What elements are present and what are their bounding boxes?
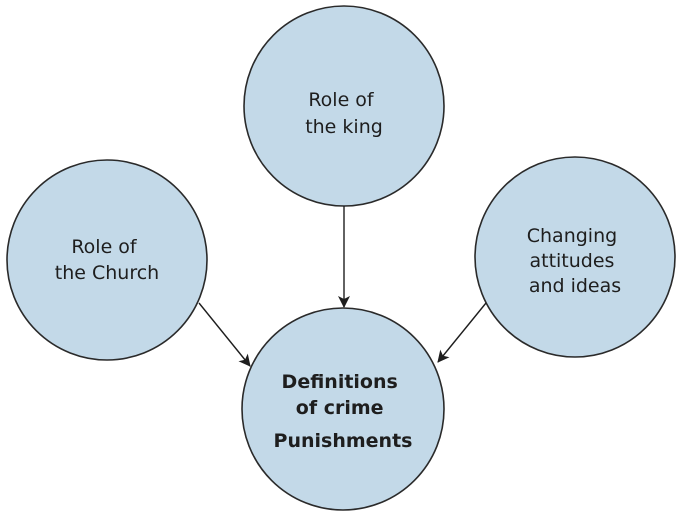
node-role-of-king: Role of the king (243, 5, 445, 207)
node-changing-attitudes: Changing attitudes and ideas (474, 156, 676, 358)
node-role-of-church: Role of the Church (6, 159, 208, 361)
node-label: Role of the king (305, 89, 383, 138)
arrow-church-to-center (198, 302, 251, 367)
node-label: Role of the Church (55, 236, 159, 284)
node-label: Changing attitudes and ideas (527, 225, 623, 297)
node-label: Definitions of crime Punishments (274, 371, 413, 452)
arrow-attitudes-to-center (437, 302, 487, 363)
node-definitions-punishments: Definitions of crime Punishments (241, 307, 445, 511)
